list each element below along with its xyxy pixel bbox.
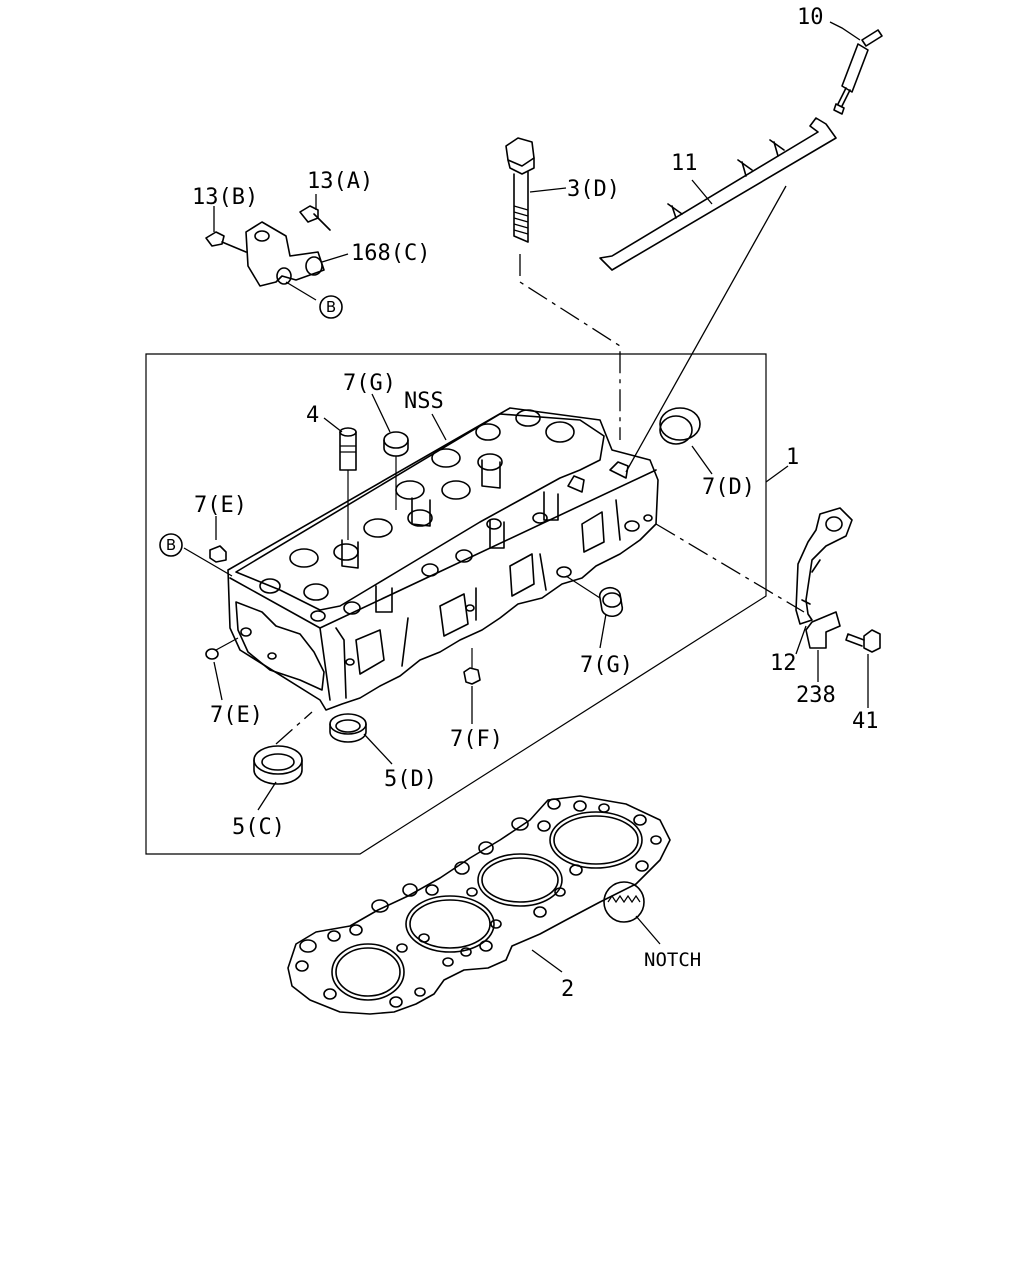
wire-bracket [655,507,853,655]
label-13b: 13(B) [192,185,258,210]
label-7f: 7(F) [450,727,503,752]
seal-5d [329,713,393,765]
label-41: 41 [852,709,879,734]
glow-plug [829,21,883,115]
label-1: 1 [786,445,799,470]
label-12: 12 [770,651,797,676]
label-nss: NSS [404,389,444,414]
plug-7f [463,648,481,724]
label-7e-upper: 7(E) [194,493,247,518]
bolt-hole-line [519,254,621,440]
ref-circle-b-top [319,295,343,319]
head-gasket [287,795,671,1015]
plug-7e-lower [205,637,239,701]
label-5d: 5(D) [384,767,437,792]
assembly-frame [145,353,767,855]
bolt-3d [505,137,567,243]
label-11: 11 [671,151,698,176]
glow-plug-line [625,185,787,473]
label-4: 4 [306,403,319,428]
label-7g-top: 7(G) [343,371,396,396]
injector-sleeve [323,417,357,540]
label-7d: 7(D) [702,475,755,500]
plug-7e-upper [183,516,233,577]
notch-detail [603,881,661,945]
seal-7g-top [371,393,447,510]
bracket-bolt [845,629,881,708]
bracket-assembly [205,194,349,301]
part1-leader [765,465,789,483]
label-3d: 3(D) [567,177,620,202]
ref-b-left: B [166,536,176,554]
label-238: 238 [796,683,836,708]
label-notch: NOTCH [644,949,701,971]
label-168c: 168(C) [351,241,430,266]
label-7e-lower: 7(E) [210,703,263,728]
ref-circle-b-left [159,533,183,557]
label-2: 2 [561,977,574,1002]
disc-plug-7d [659,407,713,475]
ref-b-top: B [326,298,336,316]
connector-plate [599,117,837,271]
wire-clip [805,611,841,682]
label-7g-right: 7(G) [580,653,633,678]
seal-5c [253,711,313,811]
label-5c: 5(C) [232,815,285,840]
label-13a: 13(A) [307,169,373,194]
cylinder-head [227,407,659,711]
seal-7g-right [565,575,624,649]
label-10: 10 [797,5,824,30]
